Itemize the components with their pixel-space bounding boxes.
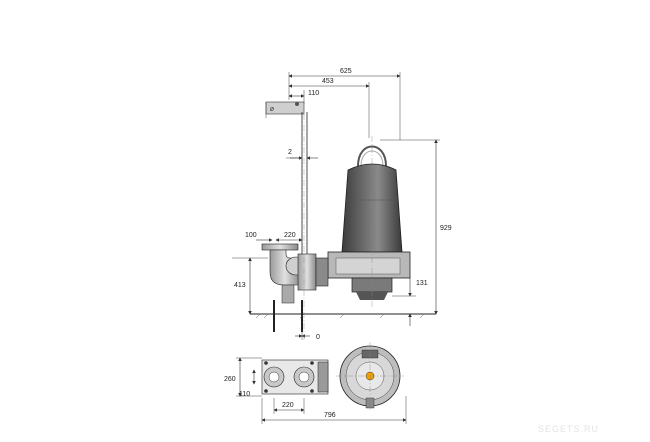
- dim-100-label: 100: [245, 232, 257, 239]
- floor-line: 0: [250, 313, 436, 341]
- lifting-handle: [357, 145, 387, 167]
- upper-flange: [261, 243, 299, 251]
- dim-110-label: 110: [308, 90, 319, 97]
- discharge-elbow: [261, 243, 329, 332]
- dim-2-label: 2: [288, 149, 292, 156]
- dim-131-label: 131: [416, 280, 428, 287]
- dim-453-label: 453: [322, 78, 334, 85]
- plan-view-pump: [336, 342, 404, 410]
- plan-dimensions: 260 110 220 796: [224, 357, 407, 424]
- bracket-symbol: Ø: [270, 107, 274, 113]
- dim-413-label: 413: [234, 282, 246, 289]
- top-dimensions: 625 453 110: [288, 68, 401, 140]
- dim-625-label: 625: [340, 68, 352, 75]
- guide-rail: 2: [286, 112, 318, 255]
- dim-796-label: 796: [324, 412, 336, 419]
- plan-view-base: [261, 359, 329, 395]
- dim-220-top-label: 220: [284, 232, 296, 239]
- center-lines: [303, 92, 373, 340]
- pump-motor: [327, 145, 411, 300]
- dim-220-plan-label: 220: [282, 402, 294, 409]
- height-dimensions: 929 131 413: [232, 139, 452, 326]
- dim-260-label: 260: [224, 376, 236, 383]
- dim-929-label: 929: [440, 225, 452, 232]
- dim-110-plan-label: 110: [239, 391, 250, 398]
- wall-bracket: Ø: [265, 101, 305, 118]
- flange-dimensions: 100 220: [245, 232, 303, 242]
- watermark: SEGETS.RU: [538, 424, 599, 434]
- dim-0-label: 0: [316, 334, 320, 341]
